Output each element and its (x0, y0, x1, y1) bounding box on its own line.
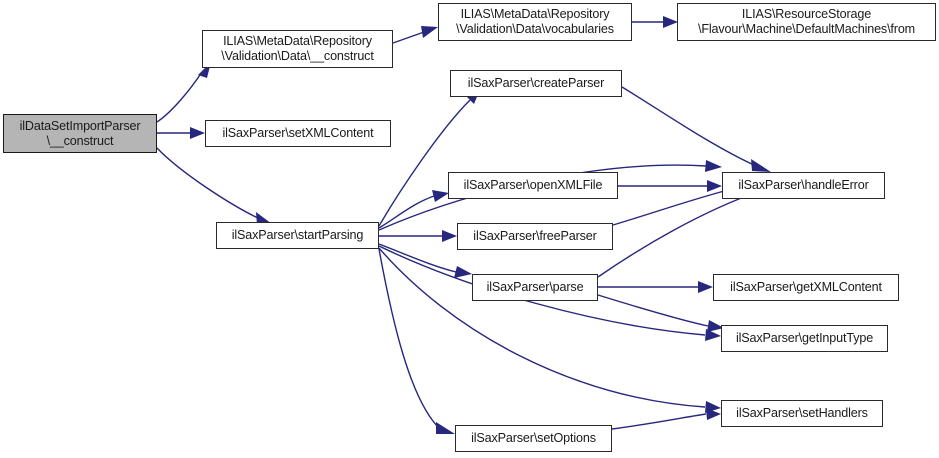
graph-node-handle_error[interactable]: ilSaxParser\handleError (722, 172, 885, 199)
graph-node-free_parser[interactable]: ilSaxParser\freeParser (457, 223, 613, 250)
graph-node-open_xml_file[interactable]: ilSaxParser\openXMLFile (448, 172, 618, 199)
arrowhead (190, 127, 205, 139)
graph-node-default_machines_from[interactable]: ILIAS\ResourceStorage \Flavour\Machine\D… (677, 3, 936, 41)
arrowhead (442, 230, 457, 242)
edge-create_parser-to-handle_error (621, 86, 771, 172)
graph-node-start_parsing[interactable]: ilSaxParser\startParsing (216, 222, 379, 249)
edge-vocabularies-to-default_machines_from (632, 16, 678, 28)
edge-root-to-start_parsing (156, 147, 276, 227)
graph-node-vocabularies[interactable]: ILIAS\MetaData\Repository \Validation\Da… (438, 3, 632, 41)
graph-node-set_xml_content[interactable]: ilSaxParser\setXMLContent (205, 120, 391, 147)
arrowhead (421, 26, 438, 38)
graph-node-set_handlers[interactable]: ilSaxParser\setHandlers (721, 400, 883, 427)
arrowhead (698, 281, 713, 293)
arrowhead (454, 266, 472, 278)
arrowhead (705, 329, 721, 341)
graph-node-parse[interactable]: ilSaxParser\parse (472, 274, 598, 301)
arrowhead (705, 401, 721, 413)
edge-parse-to-get_xml_content (598, 281, 713, 293)
edge-start_parsing-to-set_options (378, 248, 455, 434)
arrowhead (751, 159, 771, 172)
arrowhead (663, 16, 678, 28)
graph-node-create_parser[interactable]: ilSaxParser\createParser (450, 70, 622, 97)
arrowhead (705, 160, 722, 172)
edge-root-to-set_xml_content (157, 127, 205, 139)
edge-start_parsing-to-free_parser (379, 230, 457, 242)
arrowhead (432, 190, 449, 202)
graph-node-metadata_construct[interactable]: ILIAS\MetaData\Repository \Validation\Da… (202, 30, 393, 68)
arrowhead (436, 422, 455, 434)
edge-metadata_construct-to-vocabularies (392, 26, 438, 44)
graph-node-get_input_type[interactable]: ilSaxParser\getInputType (721, 325, 888, 352)
graph-node-set_options[interactable]: ilSaxParser\setOptions (455, 425, 612, 452)
edge-set_options-to-set_handlers (611, 408, 721, 430)
edge-open_xml_file-to-handle_error (618, 180, 722, 192)
edge-start_parsing-to-create_parser (378, 87, 481, 227)
arrowhead (706, 408, 721, 420)
graph-node-root[interactable]: ilDataSetImportParser \__construct (3, 114, 157, 153)
edge-start_parsing-to-set_handlers (378, 247, 721, 413)
arrowhead (707, 180, 722, 192)
graph-node-get_xml_content[interactable]: ilSaxParser\getXMLContent (713, 274, 899, 301)
edge-parse-to-get_input_type (597, 294, 724, 332)
edge-root-to-metadata_construct (156, 62, 211, 123)
edge-start_parsing-to-open_xml_file (378, 190, 449, 229)
